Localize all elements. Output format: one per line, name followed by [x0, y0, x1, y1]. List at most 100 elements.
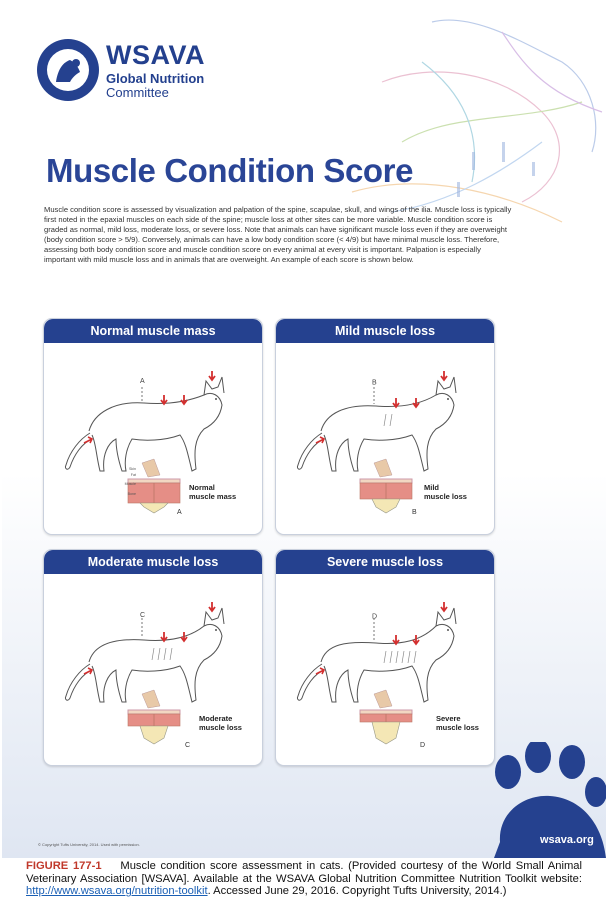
paw-print-icon [494, 742, 606, 858]
decorative-cat-lineart [351, 19, 603, 223]
rib-line [163, 647, 167, 661]
poster: WSAVA Global Nutrition Committee Muscle … [2, 2, 606, 858]
score-label-line1: Normal [189, 483, 215, 492]
cat-tail [297, 432, 325, 470]
cat-outline [65, 376, 225, 472]
website-label: wsava.org [540, 834, 594, 846]
rib-line [383, 650, 387, 664]
section-marker-letter: A [140, 378, 145, 385]
logo-wordmark: WSAVA Global Nutrition Committee [106, 42, 205, 100]
caption-tail: . Accessed June 29, 2016. Copyright Tuft… [207, 885, 507, 898]
section-marker-letter: C [140, 612, 145, 619]
red-arrow [440, 602, 448, 613]
score-label: Mild muscle loss [424, 483, 467, 501]
red-arrow [412, 635, 420, 646]
rib-line [383, 413, 387, 427]
score-label-line1: Mild [424, 483, 439, 492]
toolkit-link[interactable]: http://www.wsava.org/nutrition-toolkit [26, 885, 208, 898]
red-arrow [180, 395, 188, 406]
score-label-line1: Severe [436, 714, 461, 723]
cat-illustration-severe: D [297, 602, 457, 745]
figure-number: FIGURE 177-1 [26, 860, 102, 872]
cat-body [88, 392, 223, 472]
intro-paragraph: Muscle condition score is assessed by vi… [44, 205, 512, 265]
score-label-line2: muscle mass [189, 492, 237, 501]
copyright-note: © Copyright Tufts University, 2014. Used… [38, 842, 140, 847]
red-arrow [160, 395, 168, 406]
score-label-line1: Moderate [199, 714, 233, 723]
red-arrow [208, 602, 216, 613]
panel-severe: Severe muscle loss D Severe muscle loss … [275, 549, 495, 766]
score-label-line2: muscle loss [436, 723, 479, 732]
logo-name: WSAVA [106, 40, 205, 70]
vertebra-bone [371, 721, 401, 745]
red-arrow [83, 436, 94, 444]
panel-letter: C [185, 742, 191, 749]
panel-letter: B [412, 509, 417, 516]
logo-line2: Committee [106, 85, 169, 100]
cat-body [88, 623, 223, 703]
panel-title: Severe muscle loss [276, 550, 494, 574]
score-label-line2: muscle loss [199, 723, 242, 732]
red-arrow [315, 667, 326, 675]
cat-ears [435, 607, 457, 627]
wsava-seal-icon [37, 39, 99, 101]
cat-illustration-mild: B [297, 371, 457, 514]
score-label: Moderate muscle loss [199, 714, 242, 732]
red-arrow [180, 632, 188, 643]
score-label-line2: muscle loss [424, 492, 467, 501]
red-arrow [208, 371, 216, 382]
cat-body [320, 392, 455, 472]
palpating-finger [141, 689, 161, 709]
rib-line [401, 650, 405, 664]
panel-mild: Mild muscle loss B Mild muscle loss B [275, 318, 495, 535]
rib-line [413, 650, 417, 664]
skin-layer [359, 478, 413, 484]
label-bone: Bone [127, 492, 136, 496]
cat-eye [447, 629, 449, 631]
page-title: Muscle Condition Score [46, 152, 414, 189]
cat-eye [215, 398, 217, 400]
label-skin: Skin [129, 467, 136, 471]
cat-outline [297, 607, 457, 703]
cat-eye [447, 398, 449, 400]
label-muscle: Muscle [124, 482, 136, 486]
panel-normal: Normal muscle mass A Skin Fat Muscle Bon… [43, 318, 263, 535]
vertebra-bone [139, 725, 169, 745]
rib-line [389, 650, 393, 664]
skin-layer [127, 709, 181, 715]
panel-title: Normal muscle mass [44, 319, 262, 343]
cat-illustration-normal: A [65, 371, 225, 514]
panel-letter: A [177, 509, 182, 516]
cat-outline [65, 607, 225, 703]
section-marker-letter: D [372, 614, 377, 621]
red-arrow [83, 667, 94, 675]
caption-text: Muscle condition score assessment in cat… [26, 860, 582, 885]
rib-line [395, 650, 399, 664]
panel-title: Mild muscle loss [276, 319, 494, 343]
red-arrow [412, 398, 420, 409]
rib-line [151, 647, 155, 661]
cat-tail [297, 663, 325, 701]
panel-letter: D [420, 742, 426, 749]
skin-layer [359, 709, 413, 715]
red-arrow [440, 371, 448, 382]
cat-ears [203, 607, 225, 627]
red-arrow [160, 632, 168, 643]
cat-body [320, 623, 455, 703]
score-label: Severe muscle loss [436, 714, 479, 732]
palpating-finger [373, 689, 393, 709]
rib-line [389, 413, 393, 427]
section-marker-letter: B [372, 380, 377, 387]
red-arrow [392, 635, 400, 646]
vertebra-bone [139, 502, 169, 514]
logo-line1: Global Nutrition [106, 71, 205, 86]
vertebra-bone [371, 498, 401, 514]
score-label: Normal muscle mass [189, 483, 236, 501]
cat-ears [435, 376, 457, 396]
cat-tail [65, 432, 93, 470]
cat-eye [215, 629, 217, 631]
figure-caption: FIGURE 177-1 Muscle condition score asse… [26, 860, 582, 898]
cat-ears [203, 376, 225, 396]
cat-outline [297, 376, 457, 472]
